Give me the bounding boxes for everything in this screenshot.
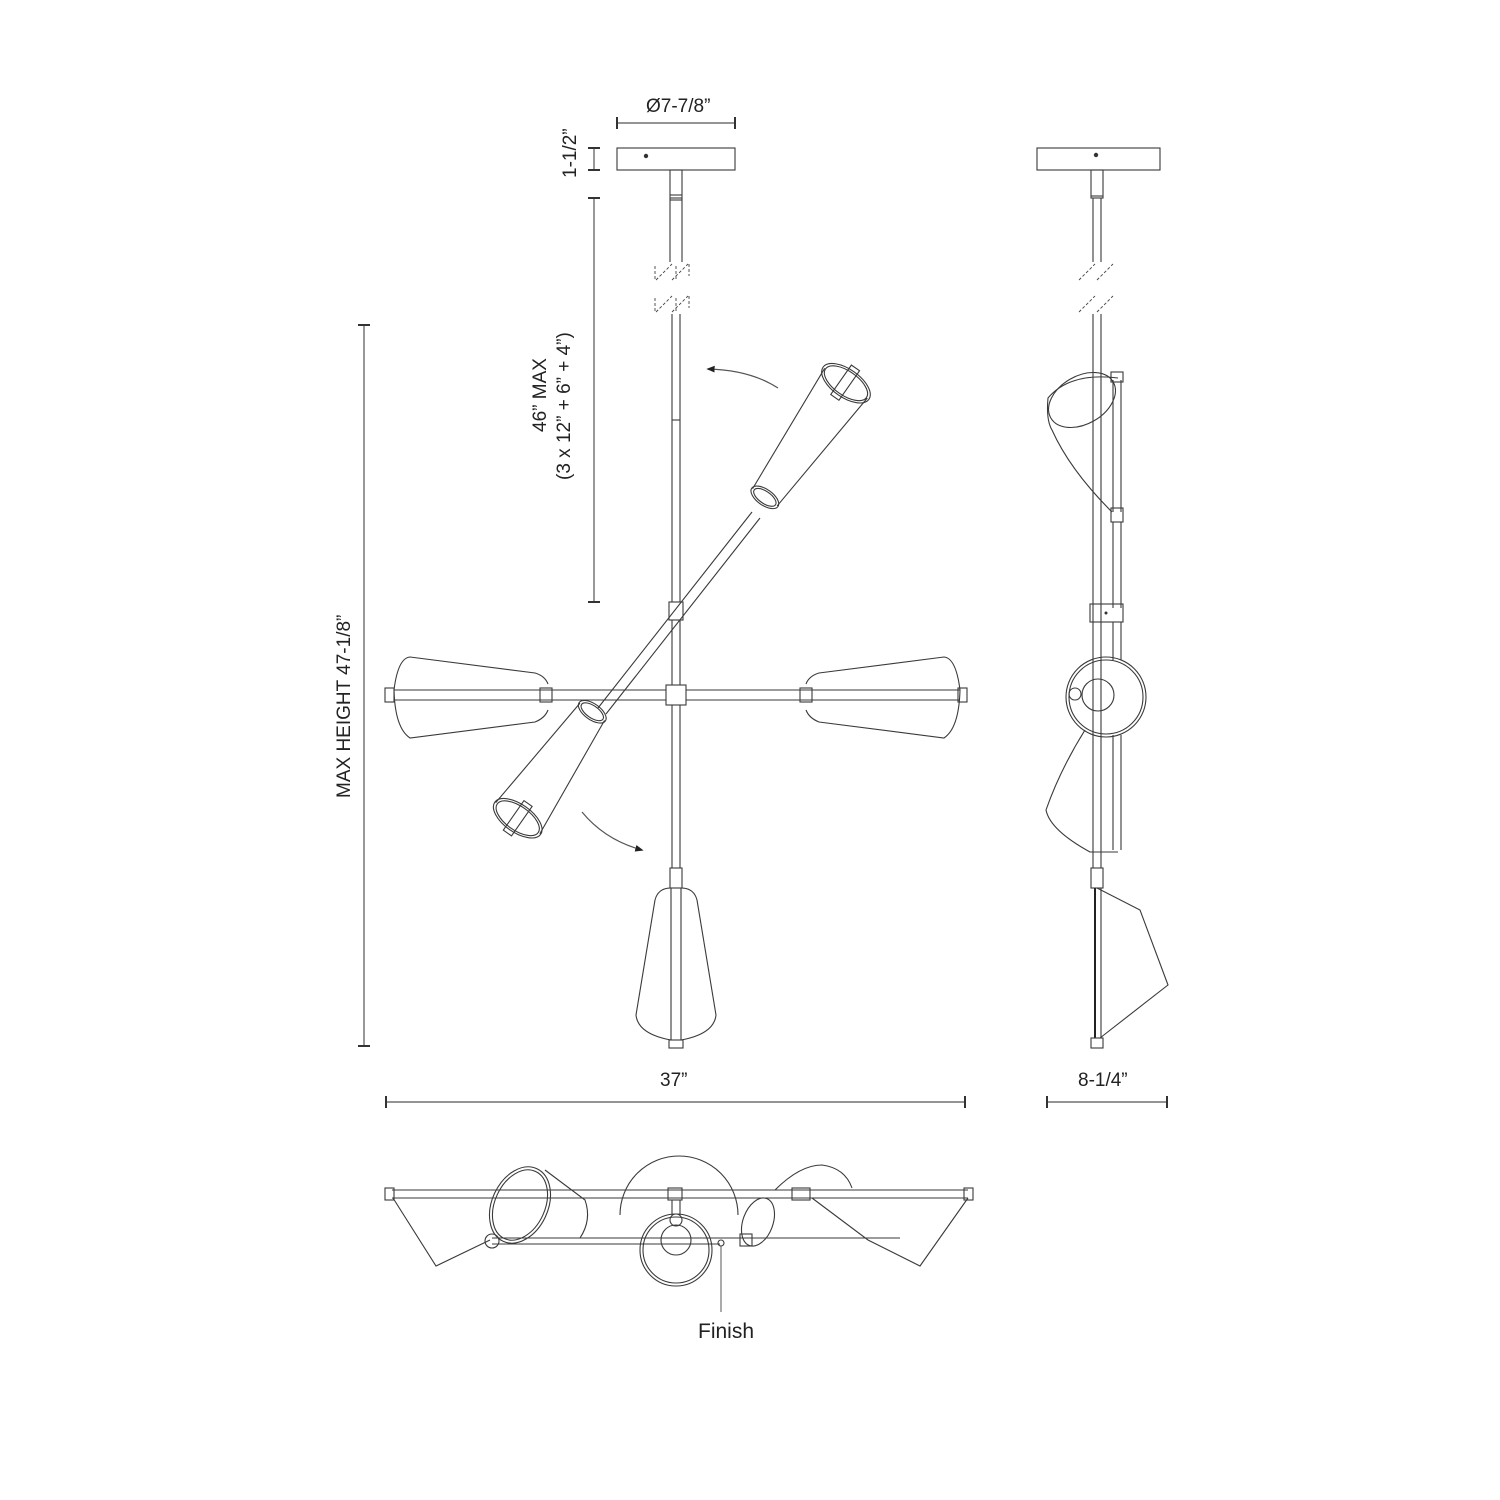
rotation-arrow-icon (581, 811, 644, 852)
canopy (616, 147, 736, 171)
side-view (1036, 147, 1169, 1049)
shade-bottom (635, 867, 717, 1049)
canopy-diameter-label: Ø7-7/8” (646, 96, 711, 117)
dimension-lines (358, 117, 1168, 1108)
width-label: 37” (660, 1070, 688, 1091)
shade-left (384, 656, 553, 739)
stem-max-formula-label: (3 x 12” + 6” + 4”) (554, 332, 575, 480)
shade-right (799, 656, 968, 739)
canopy-screw-icon (1093, 152, 1099, 158)
canopy-screw-icon (643, 153, 649, 159)
depth-label: 8-1/4” (1078, 1070, 1128, 1091)
shade-upper-tilted (750, 362, 871, 510)
center-hub (665, 684, 687, 706)
top-view (384, 1155, 974, 1312)
canopy-height-label: 1-1/2” (560, 128, 581, 178)
front-view (384, 147, 968, 1049)
stem-break-icon (654, 263, 690, 313)
max-height-label: MAX HEIGHT 47-1/8” (334, 614, 355, 798)
shade-lower-tilted (492, 699, 607, 839)
stem-max-label: 46” MAX (530, 358, 551, 432)
rotation-arrow-icon (706, 365, 779, 389)
stem-break-icon (1078, 263, 1114, 313)
finish-callout-label: Finish (698, 1320, 755, 1343)
